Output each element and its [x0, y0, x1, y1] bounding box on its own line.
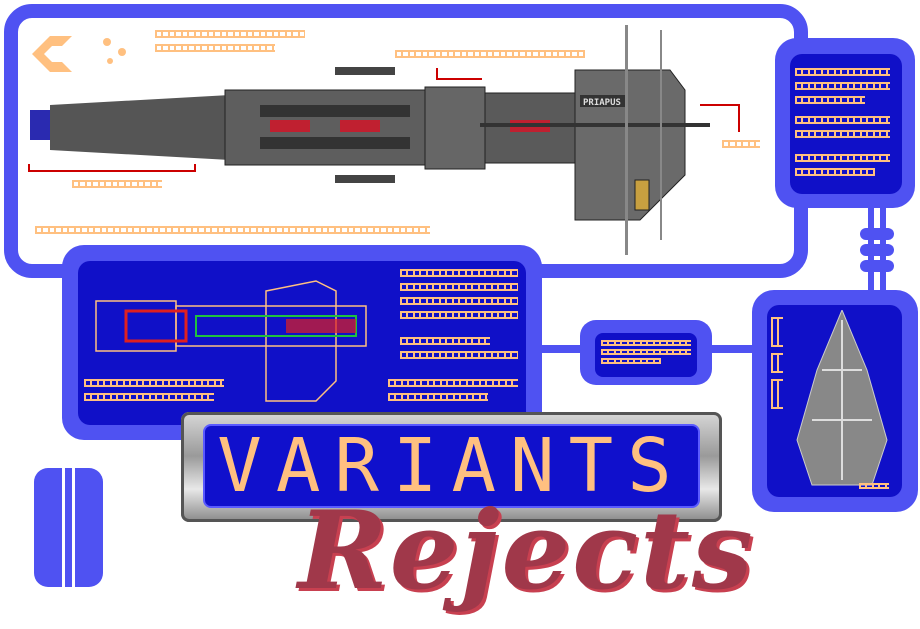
alien-glyph-label: [395, 50, 585, 64]
alien-glyph-label: [155, 30, 305, 58]
ship-top-view: [796, 310, 888, 486]
title-plaque: VARIANTS: [181, 412, 722, 522]
alien-glyph-label: [35, 226, 430, 240]
ship-view-panel: [752, 290, 918, 512]
info-panel-middle: [580, 320, 712, 385]
alien-glyph-label: [722, 140, 760, 154]
alien-glyph-label: [72, 180, 162, 194]
starship-illustration: PRIAPUS: [30, 25, 710, 255]
schematic-panel: [62, 245, 542, 440]
banner-subtitle: Rejects: [298, 488, 755, 614]
info-panel-top-right: [775, 38, 915, 208]
ship-schematic: [95, 280, 367, 402]
ship-name-plate: PRIAPUS: [583, 98, 621, 108]
decorative-block: [34, 468, 103, 587]
lcars-logo-icon: [32, 36, 126, 72]
banner-title: VARIANTS: [217, 423, 686, 509]
